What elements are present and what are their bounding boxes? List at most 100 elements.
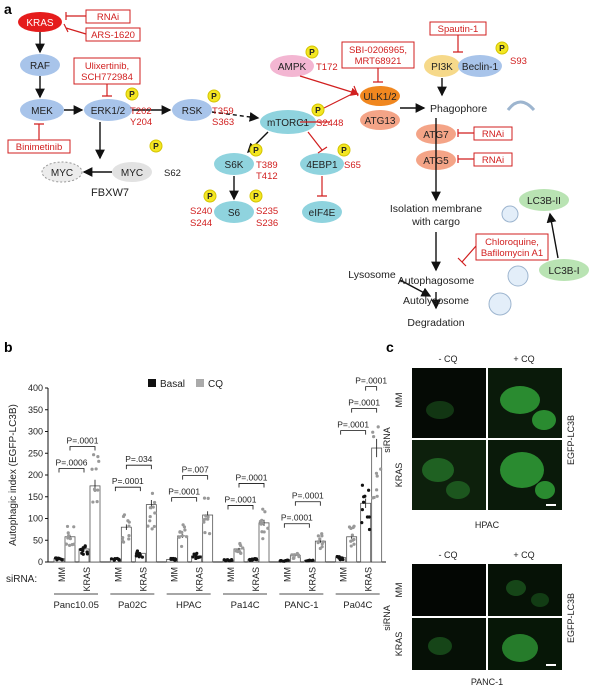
bar: [177, 535, 189, 563]
data-point: [194, 555, 198, 559]
cell-line-label: Panc10.05: [53, 600, 98, 611]
top-sirna-label: siRNA: [382, 427, 392, 453]
phospho-s6-right: P: [253, 191, 259, 201]
bar: [120, 526, 132, 563]
y-tick-label: 50: [33, 535, 43, 545]
data-point: [90, 467, 94, 471]
data-point: [127, 520, 131, 524]
autophagosome-icon: [507, 265, 529, 287]
data-point: [146, 524, 150, 528]
pvalue-bracket-outer: [294, 501, 321, 506]
node-lc3b-i-label: LC3B-I: [548, 266, 579, 277]
micrograph-hpac-mm-minus: [412, 368, 486, 438]
stage-degradation: Degradation: [407, 317, 464, 329]
data-point: [83, 545, 87, 549]
data-point: [260, 518, 264, 523]
data-point: [351, 538, 355, 542]
bottom-col-minus-cq: - CQ: [439, 550, 458, 560]
data-point: [239, 551, 243, 555]
stage-phagophore: Phagophore: [430, 103, 487, 115]
data-point: [379, 467, 383, 471]
inhibitor-mrt68921: MRT68921: [355, 56, 402, 67]
y-tick-label: 150: [28, 492, 43, 502]
data-point: [150, 491, 155, 495]
data-point: [135, 552, 139, 556]
site-t172: T172: [316, 62, 338, 73]
site-s62: S62: [164, 168, 181, 179]
bar: [360, 502, 372, 563]
data-point: [340, 556, 344, 560]
site-t389: T389: [256, 160, 278, 171]
data-point: [367, 488, 371, 492]
data-point: [349, 544, 353, 548]
condition-label-kras: KRAS: [307, 567, 317, 592]
data-point: [85, 550, 89, 554]
inhibitor-ulixertinib: Ulixertinib,: [85, 61, 129, 72]
data-point: [248, 557, 252, 562]
pvalue-inner: P=.0001: [281, 513, 313, 523]
bottom-marker-label: EGFP-LC3B: [566, 593, 576, 643]
site-s244: S244: [190, 218, 212, 229]
pvalue-inner: P=.0001: [168, 487, 200, 497]
node-mtorc1-label: mTORC1: [267, 118, 309, 129]
data-point: [177, 535, 181, 539]
inhibitor-sbi0206965: SBI-0206965,: [349, 45, 407, 56]
autolysosome-icon: [488, 292, 512, 316]
phospho-rsk: P: [211, 91, 217, 101]
y-tick-label: 300: [28, 427, 43, 437]
cell-line-label: Pa02C: [118, 600, 147, 611]
data-point: [151, 505, 155, 509]
data-point: [316, 541, 320, 545]
data-point: [153, 511, 157, 515]
inhibitor-box-chloroquine: [475, 233, 549, 261]
condition-label-kras: KRAS: [82, 567, 92, 592]
data-point: [183, 528, 187, 532]
data-point: [172, 557, 176, 561]
data-point: [81, 552, 85, 556]
data-point: [320, 545, 324, 549]
data-point: [202, 520, 206, 524]
bar: [64, 536, 76, 563]
node-lc3b-ii: [519, 189, 569, 211]
y-tick-label: 100: [28, 514, 43, 524]
phospho-mtorc1: P: [315, 105, 321, 115]
data-point: [121, 514, 126, 519]
node-eif4e-label: eIF4E: [309, 208, 336, 219]
data-point: [138, 551, 142, 556]
node-mek: [20, 99, 64, 121]
phospho-ampk: P: [309, 47, 315, 57]
pvalue-inner: P=.0001: [225, 494, 257, 504]
node-erk-label: ERK1/2: [91, 106, 126, 117]
inhibitor-ars1620: ARS-1620: [91, 30, 135, 41]
data-point: [97, 459, 101, 463]
node-ulk: [360, 86, 400, 106]
data-point: [297, 555, 301, 559]
site-s65: S65: [344, 160, 361, 171]
stage-autolysosome: Autolysosome: [403, 295, 469, 307]
data-point: [266, 526, 270, 530]
data-point: [150, 527, 154, 531]
node-s6k: [214, 153, 254, 175]
bottom-sirna-label: siRNA: [382, 605, 392, 631]
pvalue-bracket-inner: [171, 497, 198, 502]
condition-label-mm: MM: [57, 567, 67, 582]
data-point: [360, 483, 365, 487]
site-s363: S363: [212, 117, 234, 128]
bottom-row-mm: MM: [394, 583, 404, 598]
inhibitor-rnai-atg5: RNAi: [482, 155, 504, 166]
site-y204: Y204: [130, 117, 152, 128]
data-point: [241, 546, 245, 550]
node-atg13: [360, 110, 400, 130]
data-point: [66, 531, 70, 535]
pvalue-outer: P=.0001: [236, 472, 268, 482]
y-axis-label: Autophagic index (EGFP-LC3B): [8, 404, 19, 546]
node-ulk-label: ULK1/2: [363, 92, 397, 103]
pvalue-top: P=.0001: [355, 376, 387, 386]
data-point: [363, 494, 367, 498]
micrograph-panc1-mm-plus: [488, 564, 562, 616]
pvalue-bracket-inner: [114, 486, 141, 492]
pvalue-bracket-outer: [351, 408, 378, 413]
data-point: [182, 525, 187, 529]
condition-label-mm: MM: [170, 567, 180, 582]
